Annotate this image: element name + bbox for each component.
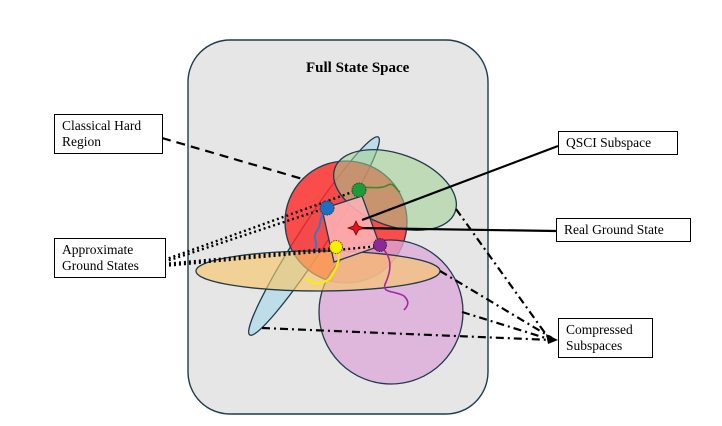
compressed-subspaces-connectors bbox=[261, 208, 553, 342]
real-ground-state-star-icon bbox=[346, 220, 366, 236]
compressed-subspaces-arrowhead bbox=[546, 334, 558, 344]
qsci-subspace-label: QSCI Subspace bbox=[558, 131, 678, 155]
compressed-subspaces-label: Compressed Subspaces bbox=[558, 318, 653, 358]
classical-hard-region-line-2: Region bbox=[62, 134, 101, 149]
approximate-ground-states-label: Approximate Ground States bbox=[54, 238, 166, 278]
classical-hard-region-label: Classical Hard Region bbox=[54, 114, 163, 154]
compressed-subspaces-line-1: Compressed bbox=[566, 322, 633, 337]
purple-trajectory bbox=[379, 245, 409, 311]
yellow-trajectory bbox=[305, 247, 340, 285]
green-approximate-state-marker bbox=[351, 182, 367, 198]
real-ground-state-label: Real Ground State bbox=[556, 218, 691, 242]
yellow-approximate-state-marker bbox=[329, 240, 343, 254]
approximate-ground-states-line-1: Approximate bbox=[62, 242, 134, 257]
real-ground-state-text: Real Ground State bbox=[564, 222, 664, 237]
yellow-ellipse-region bbox=[195, 250, 441, 292]
green-trajectory bbox=[359, 183, 401, 193]
qsci-subspace-text: QSCI Subspace bbox=[566, 135, 652, 150]
classical-hard-region-line-1: Classical Hard bbox=[62, 118, 142, 133]
real-ground-state-connector bbox=[355, 226, 557, 233]
qsci-subspace-connector bbox=[361, 144, 559, 222]
full-state-space-title: Full State Space bbox=[306, 60, 410, 76]
purple-approximate-state-marker bbox=[373, 238, 387, 252]
compressed-subspaces-line-2: Subspaces bbox=[566, 338, 623, 353]
classical-hard-region-connector bbox=[161, 136, 307, 182]
blue-approximate-state-marker bbox=[319, 200, 335, 216]
approximate-ground-states-line-2: Ground States bbox=[62, 258, 139, 273]
blue-trajectory bbox=[313, 209, 327, 251]
